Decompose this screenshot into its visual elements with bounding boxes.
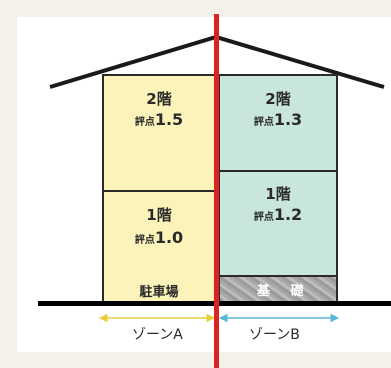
foundation-label: 基 礎 — [257, 284, 312, 299]
score-label: 評点1.2 — [220, 205, 336, 224]
score-value: 1.2 — [273, 205, 303, 224]
zone-b-label: ゾーンB — [249, 327, 300, 343]
zone-a-label: ゾーンA — [132, 327, 183, 343]
zone-b-floor1: 1階 評点1.2 — [218, 170, 338, 277]
zone-a-floor1: 1階 評点1.0 駐車場 — [102, 190, 216, 303]
score-label: 評点1.3 — [220, 110, 336, 129]
score-value: 1.0 — [154, 228, 184, 247]
zone-a-floor2: 2階 評点1.5 — [102, 74, 216, 192]
score-value: 1.3 — [273, 110, 303, 129]
score-label: 評点1.0 — [104, 228, 214, 247]
parking-label: 駐車場 — [139, 285, 179, 300]
floor-label: 2階 — [265, 90, 291, 108]
score-prefix: 評点 — [253, 212, 274, 223]
floor-label: 1階 — [265, 185, 291, 203]
score-prefix: 評点 — [253, 117, 274, 128]
zone-b-arrow — [218, 313, 340, 323]
floor-label: 1階 — [146, 206, 172, 224]
score-label: 評点1.5 — [104, 110, 214, 129]
floor-label: 2階 — [146, 90, 172, 108]
zone-divider-line — [214, 14, 219, 368]
score-value: 1.5 — [154, 110, 184, 129]
foundation-block: 基 礎 — [218, 275, 338, 303]
score-prefix: 評点 — [134, 235, 155, 246]
zone-a-arrow — [98, 313, 216, 323]
score-prefix: 評点 — [134, 117, 155, 128]
zone-b-floor2: 2階 評点1.3 — [218, 74, 338, 172]
